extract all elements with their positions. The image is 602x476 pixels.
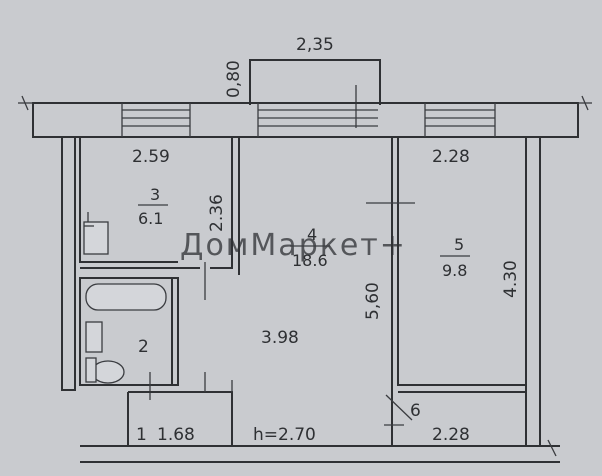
exterior-wall-bottom bbox=[80, 439, 560, 463]
window-room3 bbox=[121, 103, 191, 137]
room-label-2: 2 bbox=[138, 337, 149, 357]
dim-room4-depth: 5,60 bbox=[363, 282, 383, 320]
partition-room4-room5 bbox=[366, 137, 526, 446]
room-label-4: 4 18.6 bbox=[290, 225, 330, 270]
dim-room3-width: 2.59 bbox=[132, 147, 170, 167]
toilet bbox=[91, 360, 125, 384]
dim-balcony-depth: 0,80 bbox=[224, 60, 244, 98]
dim-hall-width: 2.28 bbox=[432, 425, 470, 445]
window-room5 bbox=[424, 103, 496, 137]
room-number: 5 bbox=[454, 235, 464, 254]
corridor-walls bbox=[127, 372, 233, 446]
dim-balcony-width: 2,35 bbox=[296, 35, 334, 55]
room-number: 3 bbox=[150, 185, 160, 204]
room-2-walls bbox=[79, 277, 179, 400]
bathtub bbox=[85, 283, 167, 311]
room-label-5: 5 9.8 bbox=[440, 235, 470, 280]
room-number: 4 bbox=[307, 225, 317, 244]
room-area: 6.1 bbox=[138, 209, 163, 228]
balcony bbox=[249, 59, 381, 128]
room-label-3: 3 6.1 bbox=[138, 185, 168, 228]
dim-room3-depth: 2.36 bbox=[207, 194, 227, 232]
ceiling-height: h=2.70 bbox=[253, 425, 316, 445]
exterior-wall-top bbox=[18, 95, 592, 138]
room-3-walls bbox=[79, 137, 240, 300]
kitchen-sink bbox=[83, 221, 109, 255]
dim-corridor-width: 1.68 bbox=[157, 425, 195, 445]
room-area: 9.8 bbox=[442, 261, 467, 280]
dim-room5-depth: 4.30 bbox=[501, 260, 521, 298]
window-room4 bbox=[257, 103, 378, 137]
toilet-tank bbox=[85, 357, 97, 383]
room-area: 18.6 bbox=[292, 251, 328, 270]
room-label-1: 1 bbox=[136, 425, 147, 445]
washbasin bbox=[85, 321, 103, 353]
room-label-6: 6 bbox=[410, 401, 421, 421]
dim-room4-width: 3.98 bbox=[261, 328, 299, 348]
dim-room5-width: 2.28 bbox=[432, 147, 470, 167]
